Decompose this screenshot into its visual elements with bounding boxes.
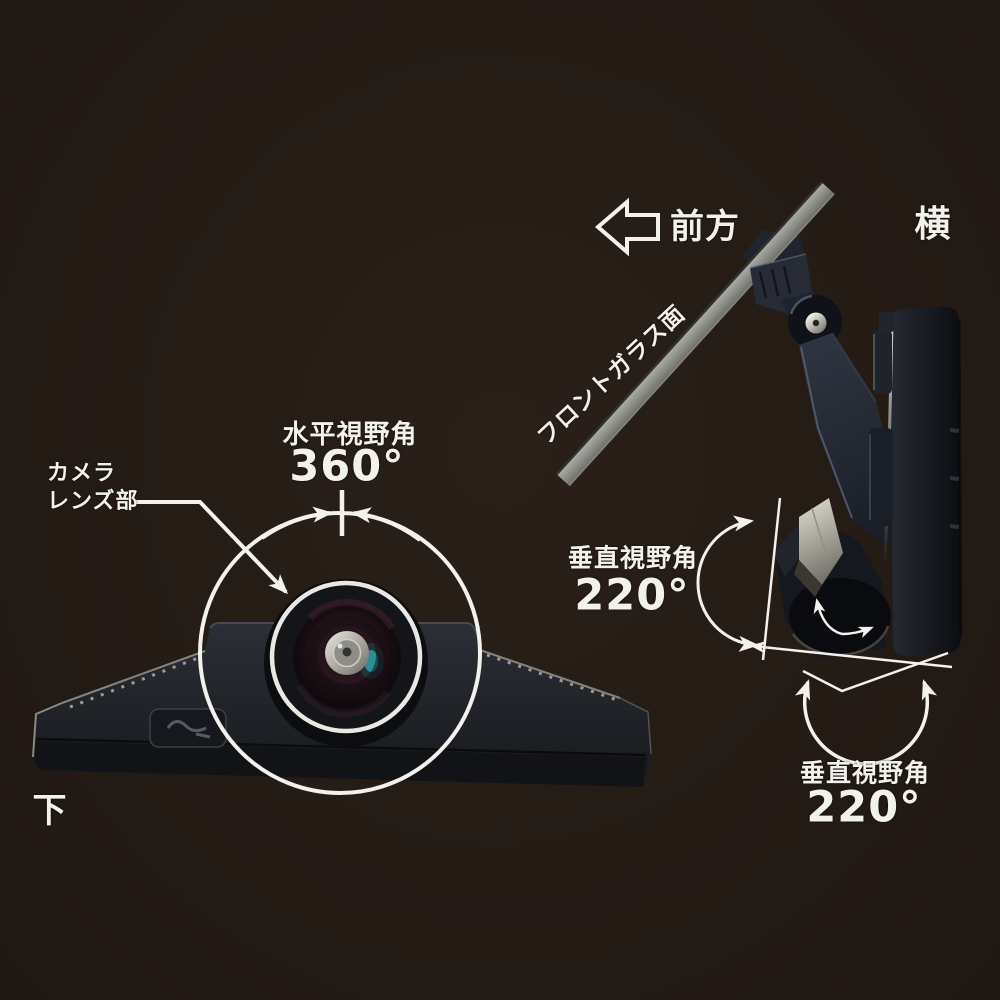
bracket-fin [773, 524, 806, 577]
bottom-view-label: 下 [32, 791, 68, 831]
right-serrated-edge [479, 649, 621, 699]
lens-sweep-arc-right [841, 626, 874, 639]
body-side-step-lower [869, 428, 893, 526]
horizontal-fov-title: 水平視野角 [282, 420, 418, 450]
windshield-bar-lower-edge [568, 193, 835, 487]
side-view-label: 横 [914, 204, 952, 245]
mount-arm-top-edge [831, 332, 877, 403]
lens-sweep-arc-left [813, 598, 843, 636]
bracket-metal-wedge [799, 498, 843, 585]
vertical-fov-annotations [696, 497, 953, 766]
vertical-fov-lower-value: 220° [806, 782, 922, 833]
front-direction-label: 前方 [670, 207, 740, 247]
fov-arrow-left [260, 506, 333, 540]
lens-leader-arrow [136, 500, 289, 595]
lower-fov-arc-left [794, 679, 867, 766]
lens-iris-shadow [308, 616, 386, 694]
mount-arm-edge [800, 346, 853, 519]
body-side-ribs [949, 428, 960, 529]
body-button-glyph [166, 720, 211, 739]
lens-tint-upper [307, 598, 396, 630]
upper-fov-arc-top [696, 515, 754, 583]
vertical-fov-lower-title: 垂直視野角 [799, 758, 931, 788]
windshield-bar-upper-edge [555, 181, 823, 476]
ball-joint-highlight [789, 294, 813, 315]
front-direction-arrow-icon [594, 197, 660, 257]
body-side-step-upper [873, 330, 892, 394]
vertical-fov-upper-value: 220° [574, 570, 690, 621]
body-side-right-shade [957, 319, 963, 637]
body-crease [35, 737, 647, 757]
windshield-assembly [555, 181, 889, 548]
mount-clamp-edge [749, 253, 807, 269]
right-tip-highlight [619, 697, 652, 755]
camera-lens-label-line2: レンズ部 [47, 489, 139, 514]
lens-tint-lower [296, 684, 392, 718]
mount-arm [799, 333, 889, 548]
fov-arrow-right [351, 507, 422, 542]
camera-body-side [890, 307, 961, 656]
lens-sparkle [337, 643, 343, 649]
upper-fov-arc-bottom [696, 581, 759, 652]
camera-lens-label-line1: カメラ [47, 461, 117, 486]
camera-body-lower-face [34, 741, 646, 787]
horizontal-fov-annotation [198, 490, 482, 795]
windshield-bar [556, 182, 835, 486]
left-tip-highlight [32, 702, 63, 758]
lens-center-dot [342, 647, 352, 657]
bracket-metal-facet [811, 507, 828, 559]
vertical-fov-upper-title: 垂直視野角 [567, 543, 699, 573]
ball-joint-pin-dot [812, 319, 820, 327]
fisheye-lens [264, 579, 428, 747]
left-serrated-edge [61, 650, 206, 704]
fov-boundary-line-steep [761, 497, 782, 661]
right-serration-ticks [486, 653, 618, 702]
camera-bottom-view [32, 579, 652, 787]
lower-fov-arc-right [865, 679, 938, 766]
body-side-top-step [879, 312, 894, 332]
left-serration-ticks [69, 654, 204, 709]
fov-boundary-vee [802, 651, 949, 693]
bracket-metal-shadow [794, 560, 822, 597]
horizontal-fov-value: 360° [289, 441, 405, 492]
mount-clamp-ribs [758, 265, 792, 299]
